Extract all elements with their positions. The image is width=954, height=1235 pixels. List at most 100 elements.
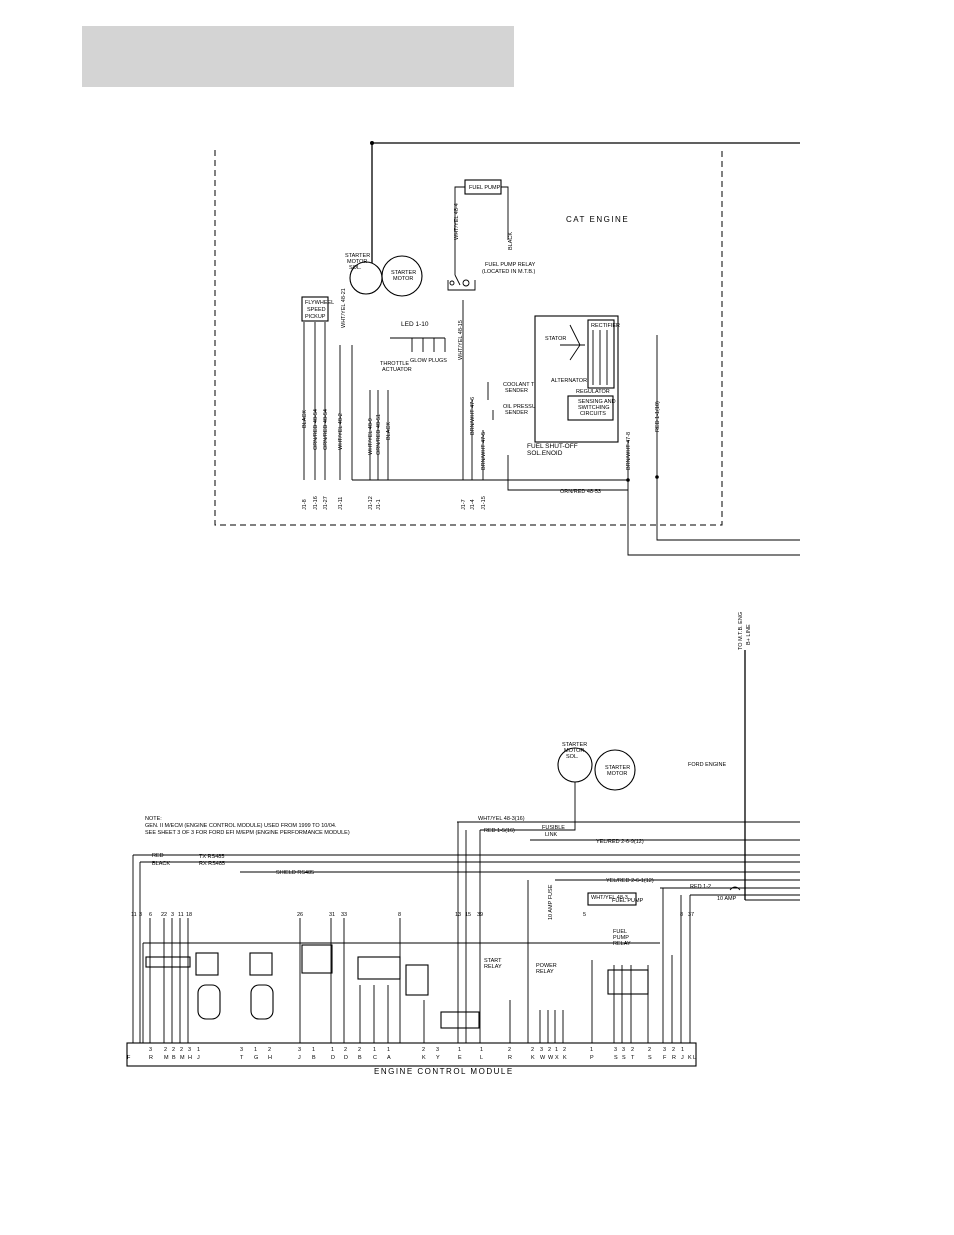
svg-text:BLACK: BLACK: [508, 232, 514, 250]
svg-text:15: 15: [465, 912, 471, 918]
svg-text:2: 2: [508, 1047, 511, 1053]
svg-text:PUMP: PUMP: [613, 935, 629, 941]
svg-text:1: 1: [458, 1047, 461, 1053]
ecm-cyl-b: [250, 984, 274, 1020]
svg-text:M: M: [164, 1055, 169, 1061]
svg-text:5: 5: [583, 912, 586, 918]
svg-text:CIRCUITS: CIRCUITS: [580, 411, 606, 417]
ford-starter-motor-circle: [594, 749, 636, 791]
svg-text:X: X: [555, 1055, 559, 1061]
svg-text:G: G: [254, 1055, 258, 1061]
svg-text:3: 3: [614, 1047, 617, 1053]
svg-text:RECTIFIER: RECTIFIER: [591, 323, 620, 329]
ecm-block-c: [301, 944, 333, 974]
svg-text:2: 2: [631, 1047, 634, 1053]
svg-text:3: 3: [622, 1047, 625, 1053]
svg-text:BRN/WHT 47-6: BRN/WHT 47-6: [470, 397, 476, 435]
svg-text:GLOW PLUGS: GLOW PLUGS: [410, 358, 447, 364]
svg-text:RELAY: RELAY: [536, 969, 554, 975]
svg-text:J1-12: J1-12: [368, 496, 374, 510]
svg-text:J1-8: J1-8: [302, 499, 308, 510]
svg-text:STARTER: STARTER: [391, 270, 416, 276]
svg-text:WHT/YEL 48-3: WHT/YEL 48-3: [591, 895, 628, 901]
ecm-cyl-a: [197, 984, 221, 1020]
svg-text:SWITCHING: SWITCHING: [578, 405, 609, 411]
svg-text:H: H: [188, 1055, 192, 1061]
svg-text:SENDER: SENDER: [505, 388, 528, 394]
svg-text:WHT/YEL 48-3(16): WHT/YEL 48-3(16): [478, 816, 525, 822]
cat-engine-section: CAT ENGINE FUEL PUMP BLACK STARTER MOTOR…: [214, 141, 800, 556]
svg-text:J1-1: J1-1: [376, 499, 382, 510]
svg-text:3: 3: [139, 912, 142, 918]
svg-text:MOTOR: MOTOR: [393, 276, 413, 282]
svg-text:10 AMP FUSE: 10 AMP FUSE: [548, 884, 554, 920]
svg-text:E: E: [458, 1055, 462, 1061]
svg-text:6: 6: [149, 912, 152, 918]
svg-text:WHT/YEL 48-21: WHT/YEL 48-21: [341, 288, 347, 328]
svg-text:STARTER: STARTER: [345, 253, 370, 259]
svg-text:3: 3: [663, 1047, 666, 1053]
svg-text:J: J: [681, 1055, 684, 1061]
svg-text:J: J: [197, 1055, 200, 1061]
ecm-block-d: [357, 956, 401, 980]
ford-fuel-pump: [587, 892, 637, 906]
svg-text:NOTE:: NOTE:: [145, 816, 162, 822]
svg-text:1: 1: [197, 1047, 200, 1053]
svg-text:TX RS485: TX RS485: [199, 854, 224, 860]
ford-bottom-nums: 3 2 2 2 3 1 3 1 2 3 1 1 2 2 1 1 2 3 1 1 …: [149, 1047, 684, 1053]
svg-text:D: D: [331, 1055, 335, 1061]
svg-text:RELAY: RELAY: [484, 964, 502, 970]
svg-text:K: K: [563, 1055, 567, 1061]
svg-text:10 AMP: 10 AMP: [717, 896, 737, 902]
svg-text:WHT/YEL 48-15: WHT/YEL 48-15: [458, 320, 464, 360]
svg-text:2: 2: [548, 1047, 551, 1053]
svg-text:PICKUP: PICKUP: [305, 314, 326, 320]
svg-text:L: L: [693, 1055, 696, 1061]
svg-text:2: 2: [672, 1047, 675, 1053]
svg-text:1: 1: [681, 1047, 684, 1053]
ford-engine-title: FORD ENGINE: [688, 762, 727, 768]
svg-text:FLYWHEEL: FLYWHEEL: [305, 300, 334, 306]
svg-text:SOL.: SOL.: [566, 754, 579, 760]
svg-text:J1-4: J1-4: [470, 499, 476, 510]
svg-text:SOL.ENOID: SOL.ENOID: [527, 450, 563, 457]
svg-text:2: 2: [172, 1047, 175, 1053]
svg-text:LED 1-10: LED 1-10: [401, 321, 429, 328]
ford-bottom-letters: R M B M H J T G H J B D D B C A K Y E L …: [127, 1055, 696, 1061]
svg-text:11: 11: [178, 912, 184, 918]
svg-text:2: 2: [358, 1047, 361, 1053]
svg-text:R: R: [508, 1055, 512, 1061]
svg-text:BLACK: BLACK: [386, 422, 392, 440]
ecm-block-e: [405, 964, 429, 996]
svg-text:RED 1-2: RED 1-2: [690, 884, 711, 890]
svg-text:SOL.: SOL.: [349, 265, 362, 271]
svg-text:P: P: [590, 1055, 594, 1061]
svg-text:SHIELD RS485: SHIELD RS485: [276, 870, 314, 876]
svg-text:1: 1: [387, 1047, 390, 1053]
svg-text:26: 26: [297, 912, 303, 918]
svg-text:B: B: [312, 1055, 316, 1061]
svg-text:2: 2: [563, 1047, 566, 1053]
svg-text:8: 8: [680, 912, 683, 918]
svg-text:J1-15: J1-15: [481, 496, 487, 510]
svg-text:3: 3: [149, 1047, 152, 1053]
svg-text:37: 37: [688, 912, 694, 918]
svg-text:Y: Y: [436, 1055, 440, 1061]
svg-text:1: 1: [331, 1047, 334, 1053]
svg-text:S: S: [614, 1055, 618, 1061]
svg-text:2: 2: [164, 1047, 167, 1053]
svg-text:POWER: POWER: [536, 963, 557, 969]
svg-text:RX RS485: RX RS485: [199, 861, 225, 867]
svg-text:K: K: [422, 1055, 426, 1061]
svg-text:J1-7: J1-7: [461, 499, 467, 510]
svg-text:W: W: [540, 1055, 546, 1061]
svg-text:2: 2: [531, 1047, 534, 1053]
svg-text:3: 3: [436, 1047, 439, 1053]
ecm-sensor-a: [195, 952, 219, 976]
svg-text:33: 33: [341, 912, 347, 918]
svg-text:C: C: [373, 1055, 377, 1061]
svg-text:ORN/RED 48-53: ORN/RED 48-53: [560, 489, 601, 495]
svg-text:R: R: [672, 1055, 676, 1061]
svg-text:SPEED: SPEED: [307, 307, 326, 313]
svg-text:13: 13: [455, 912, 461, 918]
